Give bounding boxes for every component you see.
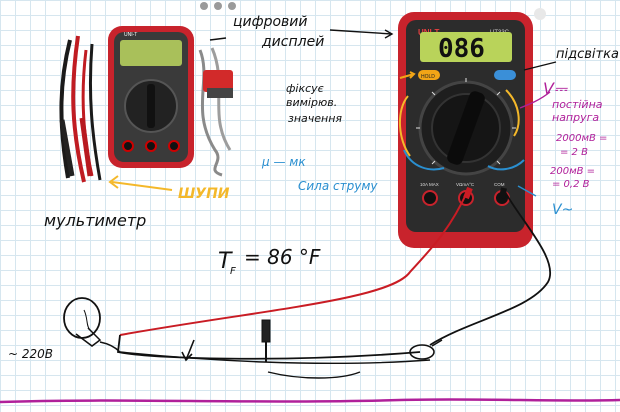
label-micro: μ — мк xyxy=(261,155,306,169)
label-ac-voltage: V~ xyxy=(552,202,573,218)
label-dc-symbol: V⎓ xyxy=(543,79,568,98)
image-overlay-button[interactable] xyxy=(534,8,546,20)
terminal-10a-label: 10A MAX xyxy=(420,182,439,187)
bulb-icon xyxy=(64,298,100,338)
label-digital-display-2: дисплей xyxy=(261,34,324,50)
label-temperature-value: = 86 °F xyxy=(244,245,321,269)
terminal-vohm-label: VΩmA°C xyxy=(456,182,475,187)
label-conv1-2: = 2 В xyxy=(560,147,588,158)
small-multimeter-photo: UNI-T xyxy=(61,26,233,182)
label-digital-display-1: цифровий xyxy=(233,14,308,30)
hold-button-label: HOLD xyxy=(421,74,435,80)
label-probes: ШУПИ xyxy=(178,186,230,202)
small-brand: UNI-T xyxy=(124,32,137,38)
label-temperature-sub: F xyxy=(230,266,236,277)
label-backlight: підсвітка xyxy=(556,47,619,62)
label-dc-2: напруга xyxy=(552,111,599,124)
backlight-button[interactable] xyxy=(494,70,516,80)
label-multimeter: мультиметр xyxy=(44,211,146,230)
terminal-10a[interactable] xyxy=(423,191,437,205)
large-multimeter-photo: UNI-T UT33C 086 HOLD 10A MAX VΩmA°C COM xyxy=(398,12,533,248)
lcd-value: 086 xyxy=(438,34,485,64)
label-mains: ~ 220В xyxy=(8,347,53,361)
label-hold-1: фіксує xyxy=(286,82,324,95)
label-conv2-1: 200мВ = xyxy=(550,166,595,177)
top-strip xyxy=(0,0,620,12)
label-hold-2: вимірюв. xyxy=(286,96,337,109)
loading-dot-icon xyxy=(200,2,208,10)
label-conv2-2: = 0,2 В xyxy=(552,179,590,190)
label-current: Сила струму xyxy=(298,179,378,193)
loading-dot-icon xyxy=(228,2,236,10)
label-dc-1: постійна xyxy=(552,98,603,111)
label-conv1-1: 2000мВ = xyxy=(556,133,607,144)
terminal-com-label: COM xyxy=(494,182,505,187)
probes-arrow-icon xyxy=(112,182,172,190)
loading-dot-icon xyxy=(214,2,222,10)
label-hold-3: значення xyxy=(288,112,342,125)
